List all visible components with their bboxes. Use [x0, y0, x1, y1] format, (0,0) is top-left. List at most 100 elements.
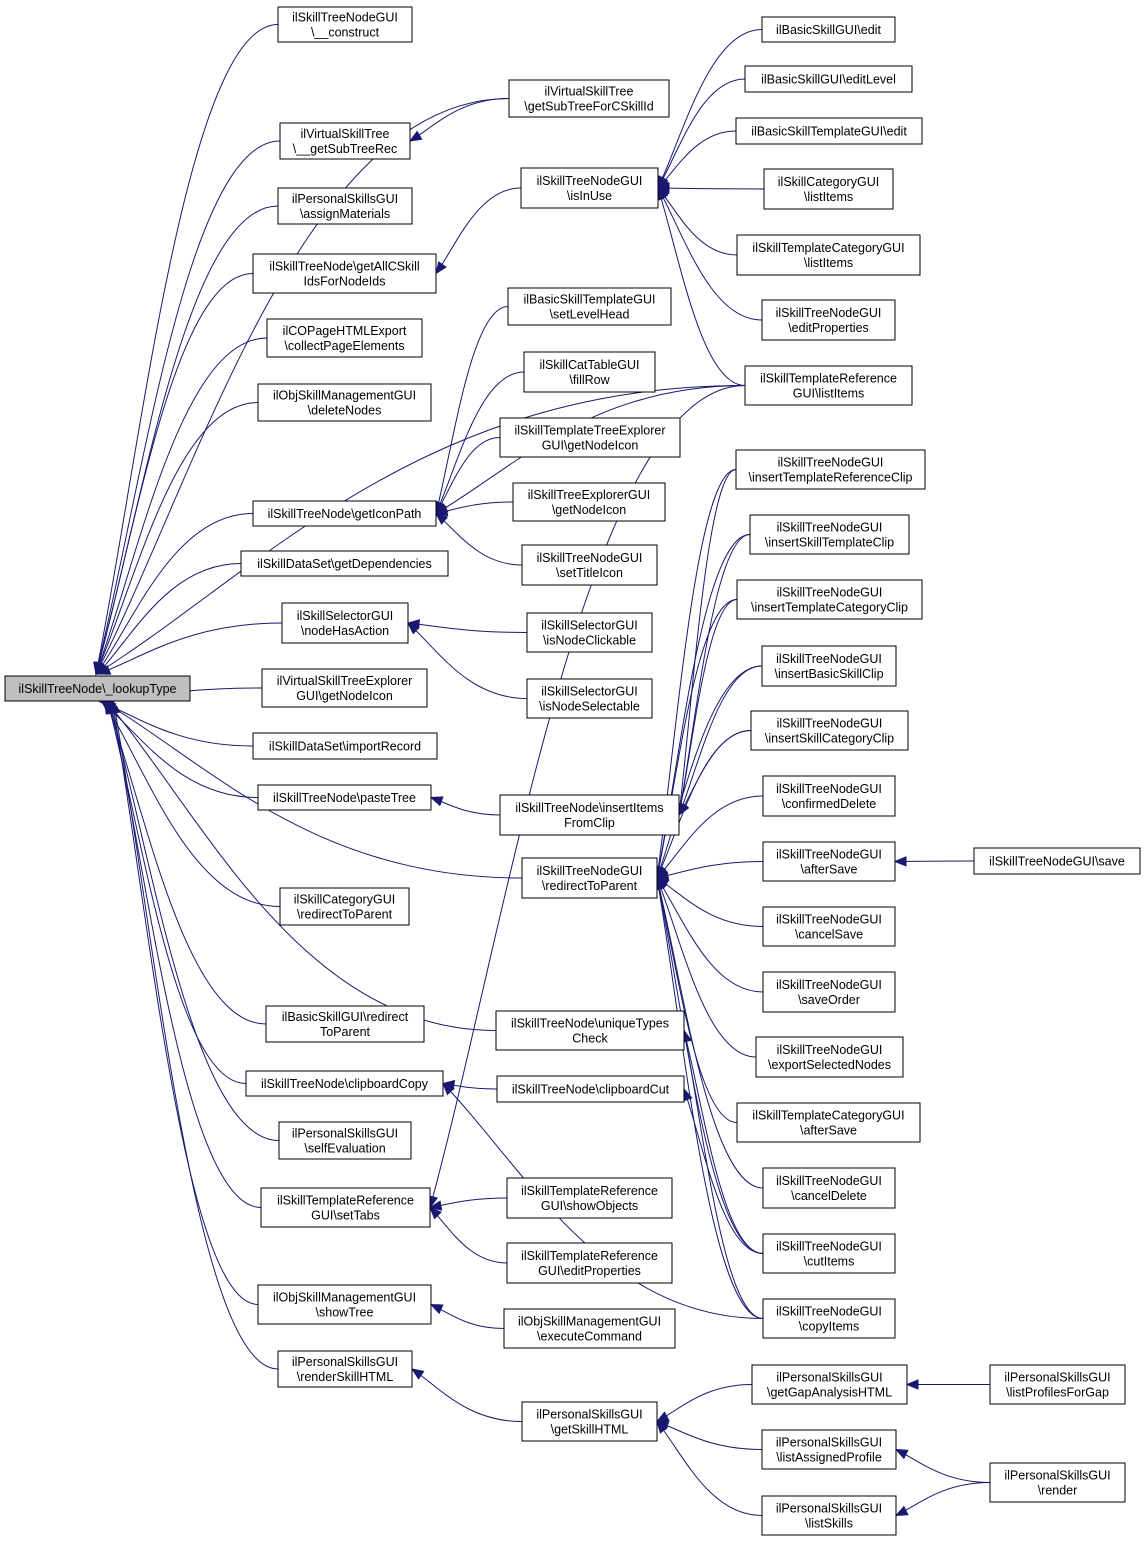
- node-box: [277, 6, 413, 43]
- node-n_stng_canceldel[interactable]: ilSkillTreeNodeGUI\cancelDelete: [762, 1167, 896, 1209]
- node-n_sel_select[interactable]: ilSkillSelectorGUI\isNodeSelectable: [526, 678, 653, 719]
- node-n_stng_aftersave[interactable]: ilSkillTreeNodeGUI\afterSave: [762, 841, 896, 882]
- node-n_vst_getsubrec[interactable]: ilVirtualSkillTree\__getSubTreeRec: [279, 122, 411, 160]
- node-n_bs_edit[interactable]: ilBasicSkillGUI\edit: [761, 16, 896, 43]
- node-n_stng_ins_bsc[interactable]: ilSkillTreeNodeGUI\insertBasicSkillClip: [761, 645, 897, 687]
- node-n_ps_listskills[interactable]: ilPersonalSkillsGUI\listSkills: [761, 1495, 897, 1536]
- node-box: [279, 887, 410, 926]
- node-label: ilSkillCategoryGUI: [294, 893, 395, 907]
- node-n_tcat_list[interactable]: ilSkillTemplateCategoryGUI\listItems: [736, 234, 921, 276]
- node-n_ps_render[interactable]: ilPersonalSkillsGUI\renderSkillHTML: [277, 1350, 413, 1388]
- node-n_ps_assign[interactable]: ilPersonalSkillsGUI\assignMaterials: [277, 187, 413, 225]
- node-n_stte_icon[interactable]: ilSkillTemplateTreeExplorerGUI\getNodeIc…: [499, 417, 681, 458]
- node-n_ps_assigned[interactable]: ilPersonalSkillsGUI\listAssignedProfile: [761, 1429, 897, 1470]
- node-box: [279, 122, 411, 160]
- node-n_stng_export[interactable]: ilSkillTreeNodeGUI\exportSelectedNodes: [755, 1036, 904, 1078]
- node-label: ilSkillTreeNodeGUI: [776, 306, 882, 320]
- node-box: [762, 971, 896, 1013]
- node-n_construct[interactable]: ilSkillTreeNodeGUI\__construct: [277, 6, 413, 43]
- node-label: ilBasicSkillGUI\editLevel: [761, 73, 896, 87]
- node-n_stng_copy[interactable]: ilSkillTreeNodeGUI\copyItems: [762, 1298, 896, 1339]
- node-box: [503, 1308, 676, 1349]
- node-n_stng_ins_stc[interactable]: ilSkillTreeNodeGUI\insertSkillTemplateCl…: [749, 514, 910, 555]
- node-box: [749, 514, 910, 555]
- edge-n_str_list-to-root: [95, 385, 746, 675]
- edge-n_bs_editlevel-to-n_stng_inuse: [657, 78, 746, 189]
- node-n_stng_cancelsave[interactable]: ilSkillTreeNodeGUI\cancelSave: [762, 906, 896, 947]
- node-label: ilSkillTreeNodeGUI: [776, 1174, 882, 1188]
- node-n_stng_saveorder[interactable]: ilSkillTreeNodeGUI\saveOrder: [762, 971, 896, 1013]
- node-n_ps_gap[interactable]: ilPersonalSkillsGUI\getGapAnalysisHTML: [751, 1364, 908, 1405]
- node-label: ilSkillSelectorGUI: [541, 685, 638, 699]
- node-n_stng_ins_scc[interactable]: ilSkillTreeNodeGUI\insertSkillCategoryCl…: [750, 710, 909, 751]
- node-n_ps_getskill[interactable]: ilPersonalSkillsGUI\getSkillHTML: [521, 1401, 658, 1442]
- node-label: \getSkillHTML: [551, 1423, 629, 1437]
- node-n_stng_redirect[interactable]: ilSkillTreeNodeGUI\redirectToParent: [521, 857, 658, 899]
- node-n_tcat_aftersave[interactable]: ilSkillTemplateCategoryGUI\afterSave: [736, 1102, 921, 1143]
- node-box: [762, 1298, 896, 1339]
- node-label: \insertTemplateReferenceClip: [749, 471, 913, 485]
- node-n_sel_click[interactable]: ilSkillSelectorGUI\isNodeClickable: [526, 612, 653, 653]
- node-n_ps_profiles[interactable]: ilPersonalSkillsGUI\listProfilesForGap: [989, 1364, 1126, 1405]
- edge-n_ds_dep-to-root: [97, 563, 242, 675]
- node-n_osm_exec[interactable]: ilObjSkillManagementGUI\executeCommand: [503, 1308, 676, 1349]
- edge-n_stng_ins_tref-to-n_stn_insert: [678, 469, 737, 816]
- node-n_ps_render2[interactable]: ilPersonalSkillsGUI\render: [989, 1462, 1126, 1503]
- node-box: [761, 645, 897, 687]
- node-n_sel_has[interactable]: ilSkillSelectorGUI\nodeHasAction: [281, 602, 409, 644]
- node-n_stn_cut[interactable]: ilSkillTreeNode\clipboardCut: [496, 1075, 685, 1103]
- node-n_bst_edit[interactable]: ilBasicSkillTemplateGUI\edit: [735, 117, 923, 145]
- node-root[interactable]: ilSkillTreeNode\_lookupType: [4, 675, 191, 702]
- node-n_osm_delete[interactable]: ilObjSkillManagementGUI\deleteNodes: [257, 383, 432, 422]
- node-n_stn_icon[interactable]: ilSkillTreeNode\getIconPath: [252, 500, 437, 527]
- arrowhead-n_stn_insert-to-n_stn_paste: [429, 796, 444, 807]
- node-n_ps_self[interactable]: ilPersonalSkillsGUI\selfEvaluation: [278, 1121, 412, 1160]
- node-n_stng_ins_tref[interactable]: ilSkillTreeNodeGUI\insertTemplateReferen…: [735, 449, 926, 490]
- node-n_ds_dep[interactable]: ilSkillDataSet\getDependencies: [240, 550, 449, 577]
- node-label: ilSkillTemplateReference: [277, 1194, 414, 1208]
- node-label: \listProfilesForGap: [1006, 1386, 1109, 1400]
- node-n_bst_level[interactable]: ilBasicSkillTemplateGUI\setLevelHead: [507, 287, 672, 326]
- node-n_stn_getall[interactable]: ilSkillTreeNode\getAllCSkillIdsForNodeId…: [252, 253, 437, 294]
- node-n_cat_redirect[interactable]: ilSkillCategoryGUI\redirectToParent: [279, 887, 410, 926]
- node-n_stng_ins_tcc[interactable]: ilSkillTreeNodeGUI\insertTemplateCategor…: [736, 579, 923, 620]
- node-n_stng_save[interactable]: ilSkillTreeNodeGUI\save: [973, 847, 1141, 875]
- node-n_stng_editprop[interactable]: ilSkillTreeNodeGUI\editProperties: [761, 299, 896, 341]
- node-n_stng_cut[interactable]: ilSkillTreeNodeGUI\cutItems: [762, 1233, 896, 1274]
- node-n_cattable[interactable]: ilSkillCatTableGUI\fillRow: [523, 351, 656, 393]
- node-box: [762, 906, 896, 947]
- node-n_vste_icon[interactable]: ilVirtualSkillTreeExplorerGUI\getNodeIco…: [261, 668, 428, 708]
- node-n_cat_list[interactable]: ilSkillCategoryGUI\listItems: [763, 168, 894, 210]
- edge-n_construct-to-root: [95, 24, 279, 675]
- node-label: ilSkillTreeNodeGUI: [778, 456, 884, 470]
- node-n_vst_getsub[interactable]: ilVirtualSkillTree\getSubTreeForCSkillId: [508, 79, 670, 118]
- node-n_str_edit[interactable]: ilSkillTemplateReferenceGUI\editProperti…: [506, 1242, 673, 1284]
- edge-n_stng_cancelsave-to-n_stng_redirect: [656, 877, 764, 927]
- node-n_bs_editlevel[interactable]: ilBasicSkillGUI\editLevel: [744, 65, 913, 93]
- node-n_stng_inuse[interactable]: ilSkillTreeNodeGUI\isInUse: [520, 167, 659, 209]
- node-n_copage[interactable]: ilCOPageHTMLExport\collectPageElements: [266, 318, 423, 358]
- node-label: ilSkillTreeNodeGUI: [776, 1240, 882, 1254]
- node-n_stng_confdel[interactable]: ilSkillTreeNodeGUI\confirmedDelete: [762, 775, 896, 817]
- node-box: [521, 857, 658, 899]
- node-n_ds_import[interactable]: ilSkillDataSet\importRecord: [252, 732, 438, 760]
- node-layer: ilSkillTreeNode\_lookupType ilSkillTreeNo…: [4, 6, 1141, 1536]
- node-label: ilVirtualSkillTree: [301, 127, 390, 141]
- edge-n_str_show-to-n_str_tabs: [429, 1197, 508, 1208]
- node-n_stn_paste[interactable]: ilSkillTreeNode\pasteTree: [257, 784, 432, 811]
- node-n_stn_copy[interactable]: ilSkillTreeNode\clipboardCopy: [245, 1070, 444, 1097]
- edge-n_stng_confdel-to-n_stng_redirect: [656, 795, 764, 879]
- node-n_stng_title[interactable]: ilSkillTreeNodeGUI\setTitleIcon: [521, 544, 658, 586]
- node-n_basic_redirect[interactable]: ilBasicSkillGUI\redirectToParent: [265, 1005, 425, 1043]
- node-box: [736, 579, 923, 620]
- node-label: \saveOrder: [798, 993, 860, 1007]
- edge-n_ps_getskill-to-n_ps_render: [411, 1368, 523, 1422]
- node-label: ilSkillTreeNode\uniqueTypes: [511, 1017, 669, 1031]
- node-n_osm_show[interactable]: ilObjSkillManagementGUI\showTree: [257, 1284, 432, 1325]
- node-n_ste_icon[interactable]: ilSkillTreeExplorerGUI\getNodeIcon: [512, 482, 666, 522]
